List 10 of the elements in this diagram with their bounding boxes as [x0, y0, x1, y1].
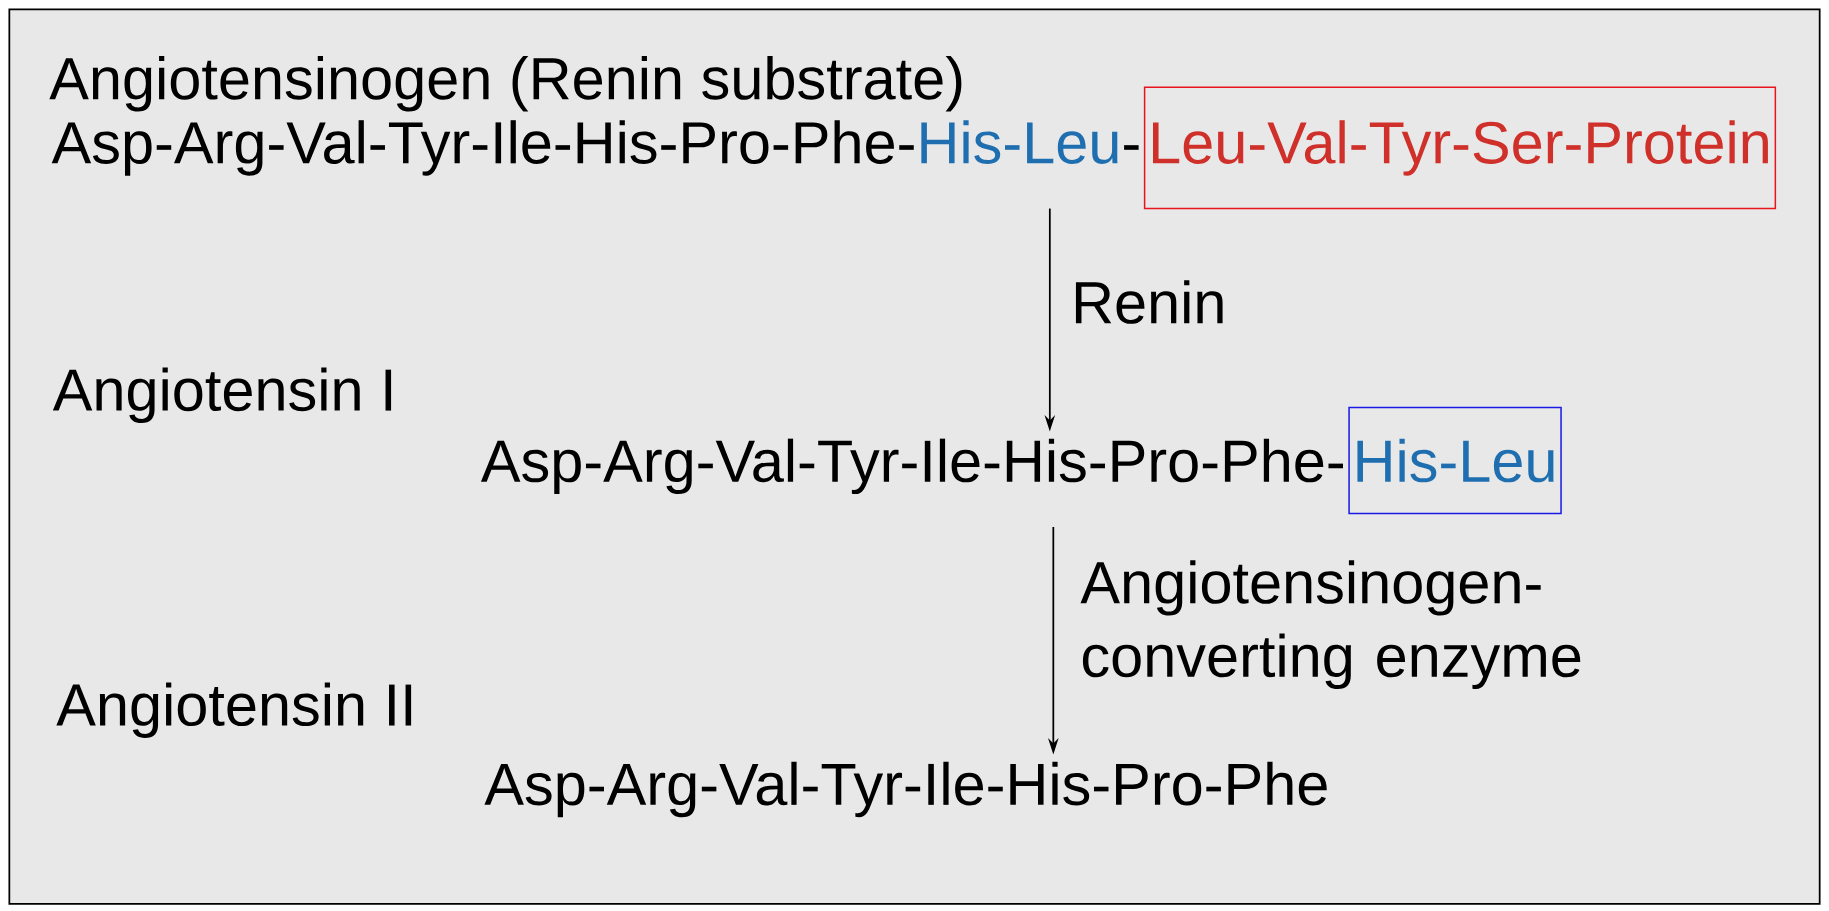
highlight-box: His-Leu	[1348, 406, 1562, 515]
peptide-sequence: Asp-Arg-Val-Tyr-Ile-His-Pro-Phe-	[480, 438, 1343, 495]
sequence-caption: Angiotensin II	[56, 682, 412, 738]
sequence-caption: Angiotensin I	[52, 367, 392, 423]
edge-label: Angiotensinogen- converting enzyme	[1080, 560, 1581, 690]
highlight-box: Leu-Val-Tyr-Ser-Protein	[1143, 86, 1777, 210]
peptide-sequence: Asp-Arg-Val-Tyr-Ile-His-Pro-Phe	[484, 761, 1327, 818]
sequence-caption: Angiotensinogen (Renin substrate)	[49, 56, 962, 112]
edge-label: Renin	[1075, 280, 1223, 324]
peptide-sequence: Asp-Arg-Val-Tyr-Ile-His-Pro-Phe-His-Leu-	[51, 120, 1139, 176]
